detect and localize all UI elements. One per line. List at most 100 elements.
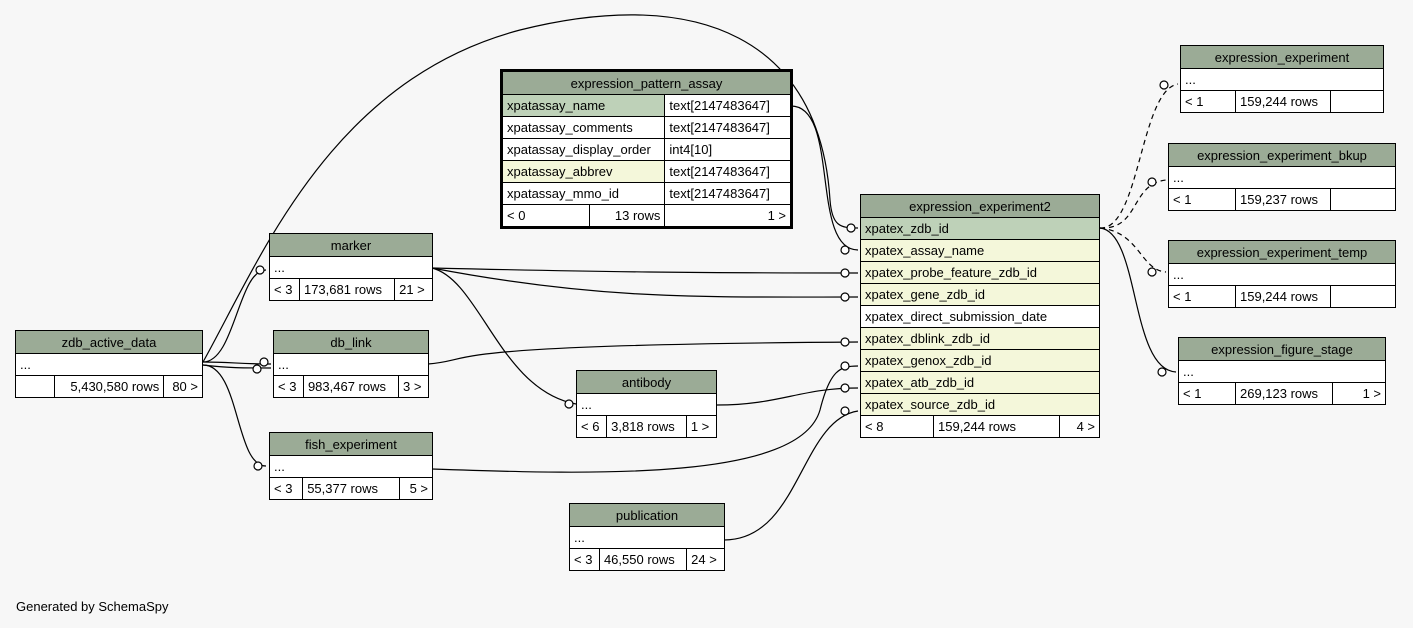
table-expression-experiment2[interactable]: expression_experiment2 xpatex_zdb_id xpa… bbox=[860, 194, 1100, 438]
parents-count: < 1 bbox=[1178, 382, 1236, 405]
column-ellipsis: ... bbox=[1180, 68, 1384, 91]
parents-count: < 3 bbox=[268, 477, 304, 500]
row-count: 3,818 rows bbox=[606, 415, 687, 438]
table-title: expression_experiment_temp bbox=[1168, 240, 1396, 264]
table-title: expression_pattern_assay bbox=[501, 70, 792, 95]
column-name: xpatassay_display_order bbox=[500, 138, 666, 161]
table-expression-experiment[interactable]: expression_experiment ... < 1 159,244 ro… bbox=[1180, 45, 1384, 113]
children-count: 1 > bbox=[664, 204, 792, 228]
children-count: 1 > bbox=[1332, 382, 1386, 405]
edge-assay-to-xpatex bbox=[790, 105, 859, 251]
parents-count: < 3 bbox=[569, 548, 600, 571]
column-type: text[2147483647] bbox=[664, 94, 792, 117]
column-ellipsis: ... bbox=[15, 353, 203, 376]
parents-count: < 3 bbox=[269, 278, 300, 301]
table-title: marker bbox=[269, 233, 433, 257]
column-name: xpatassay_name bbox=[500, 94, 666, 117]
column-ellipsis: ... bbox=[576, 393, 717, 416]
row-count: 159,244 rows bbox=[932, 415, 1061, 438]
column-name: xpatex_probe_feature_zdb_id bbox=[860, 261, 1100, 284]
children-count: 4 > bbox=[1059, 415, 1100, 438]
column-name: xpatex_source_zdb_id bbox=[860, 393, 1100, 416]
column-type: int4[10] bbox=[664, 138, 792, 161]
column-name: xpatex_gene_zdb_id bbox=[860, 283, 1100, 306]
table-title: zdb_active_data bbox=[15, 330, 203, 354]
row-count: 269,123 rows bbox=[1235, 382, 1333, 405]
children-count: 1 > bbox=[685, 415, 718, 438]
children-count bbox=[1330, 188, 1396, 211]
table-title: expression_experiment bbox=[1180, 45, 1384, 69]
table-title: expression_experiment_bkup bbox=[1168, 143, 1396, 167]
column-ellipsis: ... bbox=[1168, 263, 1396, 286]
column-ellipsis: ... bbox=[269, 256, 433, 279]
table-antibody[interactable]: antibody ... < 6 3,818 rows 1 > bbox=[575, 370, 718, 438]
row-count: 5,430,580 rows bbox=[53, 375, 165, 398]
column-ellipsis: ... bbox=[273, 353, 429, 376]
edge-marker-probe bbox=[431, 267, 859, 274]
table-expression-pattern-assay[interactable]: expression_pattern_assay xpatassay_name … bbox=[500, 69, 793, 229]
table-db-link[interactable]: db_link ... < 3 983,467 rows 3 > bbox=[273, 330, 429, 398]
children-count: 80 > bbox=[163, 375, 203, 398]
row-count: 159,244 rows bbox=[1235, 285, 1331, 308]
column-name: xpatex_direct_submission_date bbox=[860, 305, 1100, 328]
children-count: 21 > bbox=[394, 278, 433, 301]
column-ellipsis: ... bbox=[269, 455, 433, 478]
column-type: text[2147483647] bbox=[664, 160, 792, 183]
children-count: 24 > bbox=[686, 548, 725, 571]
edge-xpatex-to-experiment bbox=[1099, 83, 1179, 229]
children-count bbox=[1330, 90, 1384, 113]
column-name: xpatassay_abbrev bbox=[500, 160, 666, 183]
row-count: 159,244 rows bbox=[1235, 90, 1331, 113]
row-count: 46,550 rows bbox=[598, 548, 688, 571]
table-title: publication bbox=[569, 503, 725, 527]
edge-xpatex-to-figure-stage bbox=[1099, 227, 1177, 373]
edge-marker-antibody bbox=[431, 267, 577, 405]
table-expression-experiment-temp[interactable]: expression_experiment_temp ... < 1 159,2… bbox=[1168, 240, 1396, 308]
column-name: xpatassay_comments bbox=[500, 116, 666, 139]
column-name: xpatex_dblink_zdb_id bbox=[860, 327, 1100, 350]
table-expression-experiment-bkup[interactable]: expression_experiment_bkup ... < 1 159,2… bbox=[1168, 143, 1396, 211]
generated-by-footer: Generated by SchemaSpy bbox=[16, 599, 169, 614]
row-count: 173,681 rows bbox=[298, 278, 396, 301]
parents-count: < 3 bbox=[273, 375, 304, 398]
table-title: expression_figure_stage bbox=[1178, 337, 1386, 361]
parents-count: < 1 bbox=[1168, 188, 1236, 211]
row-count: 13 rows bbox=[588, 204, 666, 228]
edge-zdb-to-xpatex bbox=[202, 14, 859, 363]
edge-fish-to-genox bbox=[431, 365, 859, 473]
column-name: xpatex_zdb_id bbox=[860, 217, 1100, 240]
parents-count: < 8 bbox=[860, 415, 934, 438]
table-title: antibody bbox=[576, 370, 717, 394]
children-count: 5 > bbox=[398, 477, 434, 500]
column-ellipsis: ... bbox=[569, 526, 725, 549]
table-zdb-active-data[interactable]: zdb_active_data ... 5,430,580 rows 80 > bbox=[15, 330, 203, 398]
edge-xpatex-to-bkup bbox=[1099, 179, 1167, 229]
column-type: text[2147483647] bbox=[664, 182, 792, 205]
children-count bbox=[1330, 285, 1396, 308]
parents-count: < 1 bbox=[1180, 90, 1236, 113]
table-title: fish_experiment bbox=[269, 432, 433, 456]
table-expression-figure-stage[interactable]: expression_figure_stage ... < 1 269,123 … bbox=[1178, 337, 1386, 405]
edge-publication-to-source bbox=[723, 410, 859, 541]
row-count: 159,237 rows bbox=[1235, 188, 1331, 211]
table-publication[interactable]: publication ... < 3 46,550 rows 24 > bbox=[569, 503, 725, 571]
column-name: xpatex_assay_name bbox=[860, 239, 1100, 262]
table-title: db_link bbox=[273, 330, 429, 354]
column-name: xpatassay_mmo_id bbox=[500, 182, 666, 205]
children-count: 3 > bbox=[398, 375, 429, 398]
parents-count: < 0 bbox=[501, 204, 590, 228]
table-marker[interactable]: marker ... < 3 173,681 rows 21 > bbox=[269, 233, 433, 301]
table-title: expression_experiment2 bbox=[860, 194, 1100, 218]
edge-antibody-to-atb bbox=[716, 387, 859, 406]
column-ellipsis: ... bbox=[1168, 166, 1396, 189]
column-type: text[2147483647] bbox=[664, 116, 792, 139]
column-ellipsis: ... bbox=[1178, 360, 1386, 383]
table-fish-experiment[interactable]: fish_experiment ... < 3 55,377 rows 5 > bbox=[268, 432, 434, 500]
edge-zdb-to-fish bbox=[202, 364, 267, 467]
edge-zdb-to-marker bbox=[202, 269, 267, 363]
edge-marker-gene bbox=[431, 267, 859, 298]
edge-dblink-to-xpatex bbox=[427, 341, 859, 365]
column-name: xpatex_genox_zdb_id bbox=[860, 349, 1100, 372]
column-name: xpatex_atb_zdb_id bbox=[860, 371, 1100, 394]
